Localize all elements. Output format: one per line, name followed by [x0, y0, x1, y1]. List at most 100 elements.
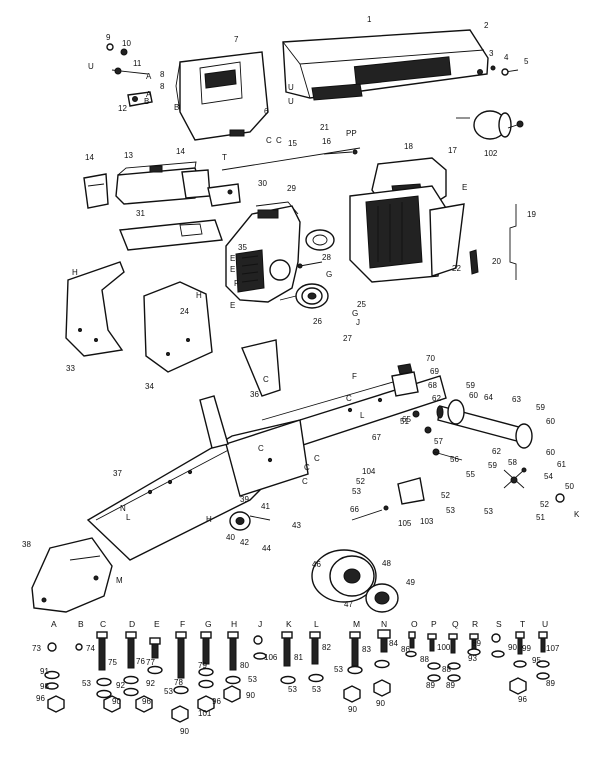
- svg-text:50: 50: [565, 482, 574, 491]
- right-hardware-3-5: [477, 65, 519, 76]
- small-hardware-top-left: [106, 43, 153, 107]
- svg-text:76: 76: [136, 657, 145, 666]
- svg-text:O: O: [411, 619, 418, 629]
- svg-text:53: 53: [82, 679, 91, 688]
- svg-text:53: 53: [164, 687, 173, 696]
- top-cover-2: [282, 29, 489, 101]
- svg-text:18: 18: [404, 142, 413, 151]
- cover-22: [429, 203, 465, 277]
- svg-text:81: 81: [294, 653, 303, 662]
- svg-text:103: 103: [420, 517, 434, 526]
- svg-text:J: J: [356, 318, 360, 327]
- plate-36: [241, 339, 281, 397]
- svg-text:88: 88: [442, 665, 451, 674]
- svg-text:54: 54: [544, 472, 553, 481]
- svg-text:14: 14: [176, 147, 185, 156]
- svg-text:46: 46: [312, 560, 321, 569]
- bracket-103: [397, 477, 425, 505]
- svg-text:8: 8: [160, 82, 165, 91]
- svg-text:89: 89: [446, 681, 455, 690]
- svg-text:1: 1: [367, 15, 372, 24]
- svg-text:5: 5: [524, 57, 529, 66]
- svg-text:19: 19: [527, 210, 536, 219]
- svg-text:M: M: [353, 619, 360, 629]
- svg-text:90: 90: [246, 691, 255, 700]
- svg-text:60: 60: [546, 417, 555, 426]
- svg-text:70: 70: [426, 354, 435, 363]
- svg-text:E: E: [230, 254, 235, 263]
- svg-text:L: L: [360, 411, 365, 420]
- svg-text:53: 53: [334, 665, 343, 674]
- svg-text:96: 96: [212, 697, 221, 706]
- svg-text:52: 52: [441, 491, 450, 500]
- svg-text:H: H: [231, 619, 237, 629]
- svg-text:52: 52: [356, 477, 365, 486]
- svg-text:53: 53: [312, 685, 321, 694]
- svg-text:24: 24: [180, 307, 189, 316]
- svg-text:E: E: [230, 265, 235, 274]
- svg-text:96: 96: [36, 694, 45, 703]
- svg-text:K: K: [574, 510, 580, 519]
- svg-text:59: 59: [488, 461, 497, 470]
- svg-text:20: 20: [492, 257, 501, 266]
- svg-text:53: 53: [484, 507, 493, 516]
- svg-text:21: 21: [320, 123, 329, 132]
- svg-text:25: 25: [357, 300, 366, 309]
- side-plate-34: [143, 281, 213, 373]
- svg-text:59: 59: [466, 381, 475, 390]
- svg-text:13: 13: [124, 151, 133, 160]
- callout-numbers: 1 2 3 4 5 6 7 8 8 9 10 11 12 13 14 14 15…: [22, 15, 574, 609]
- svg-text:2: 2: [484, 21, 489, 30]
- rod-15: [221, 147, 361, 171]
- svg-text:51: 51: [536, 513, 545, 522]
- svg-text:42: 42: [240, 538, 249, 547]
- svg-text:100: 100: [437, 643, 451, 652]
- svg-text:J: J: [258, 619, 262, 629]
- pulley-26: [279, 283, 329, 309]
- svg-text:57: 57: [434, 437, 443, 446]
- svg-text:98: 98: [40, 682, 49, 691]
- svg-text:T: T: [222, 153, 227, 162]
- svg-text:T: T: [520, 619, 525, 629]
- svg-text:10: 10: [122, 39, 131, 48]
- svg-text:14: 14: [85, 153, 94, 162]
- svg-text:84: 84: [389, 639, 398, 648]
- svg-text:M: M: [116, 576, 123, 585]
- svg-text:38: 38: [22, 540, 31, 549]
- svg-text:P: P: [431, 619, 437, 629]
- svg-text:37: 37: [113, 469, 122, 478]
- svg-text:C: C: [266, 136, 272, 145]
- svg-text:39: 39: [240, 495, 249, 504]
- svg-text:H: H: [72, 268, 78, 277]
- svg-text:E: E: [154, 619, 160, 629]
- svg-text:47: 47: [344, 600, 353, 609]
- svg-text:C: C: [258, 444, 264, 453]
- svg-text:44: 44: [262, 544, 271, 553]
- svg-text:53: 53: [248, 675, 257, 684]
- tank-bracket-14-right: [181, 169, 211, 199]
- svg-text:7: 7: [234, 35, 239, 44]
- svg-text:105: 105: [398, 519, 412, 528]
- tine-shaft: [436, 399, 533, 449]
- svg-text:G: G: [205, 619, 212, 629]
- frame-37: [86, 375, 447, 561]
- svg-text:63: 63: [512, 395, 521, 404]
- svg-text:91: 91: [40, 667, 49, 676]
- svg-text:90: 90: [508, 643, 517, 652]
- svg-text:U: U: [542, 619, 548, 629]
- svg-text:65: 65: [402, 415, 411, 424]
- svg-text:78: 78: [174, 678, 183, 687]
- svg-text:90: 90: [180, 727, 189, 736]
- svg-text:92: 92: [116, 681, 125, 690]
- svg-text:75: 75: [108, 658, 117, 667]
- svg-text:C: C: [314, 454, 320, 463]
- svg-text:E: E: [230, 301, 235, 310]
- svg-text:74: 74: [86, 644, 95, 653]
- svg-text:62: 62: [492, 447, 501, 456]
- svg-text:95: 95: [532, 656, 541, 665]
- washers-and-nuts: [44, 648, 550, 723]
- svg-text:53: 53: [288, 685, 297, 694]
- svg-text:96: 96: [142, 697, 151, 706]
